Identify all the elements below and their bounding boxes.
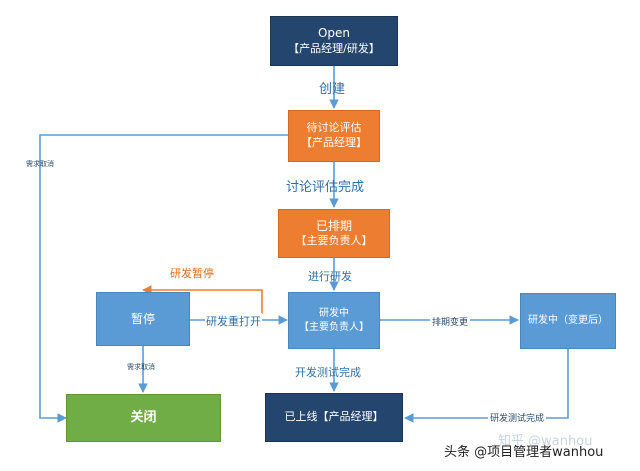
label-req-cancel-left: 需求取消 bbox=[26, 160, 54, 168]
arrow-indev-to-paused bbox=[142, 285, 263, 314]
node-pending-discussion: 待讨论评估 【产品经理】 bbox=[288, 110, 380, 162]
watermark-faint: 知乎 @wanhou bbox=[498, 434, 593, 449]
node-scheduled-role: 【主要负责人】 bbox=[295, 234, 373, 248]
node-scheduled: 已排期 【主要负责人】 bbox=[278, 209, 390, 258]
label-req-cancel-pause: 需求取消 bbox=[127, 363, 155, 371]
label-start-dev: 进行研发 bbox=[308, 270, 352, 283]
arrow-pending-to-closed bbox=[39, 134, 288, 423]
node-scheduled-title: 已排期 bbox=[315, 218, 352, 233]
node-in-dev-changed-title: 研发中（变更后） bbox=[528, 315, 608, 327]
node-released: 已上线【产品经理】 bbox=[265, 393, 403, 442]
node-open-role: 【产品经理/研发】 bbox=[288, 41, 380, 55]
node-paused: 暂停 bbox=[96, 292, 190, 346]
node-closed-title: 关闭 bbox=[130, 410, 157, 426]
label-discussion-done: 讨论评估完成 bbox=[286, 180, 365, 195]
node-in-dev-title: 研发中 bbox=[319, 308, 349, 319]
node-open-title: Open bbox=[317, 26, 351, 41]
label-dev-test-done: 开发测试完成 bbox=[295, 366, 361, 379]
node-in-dev-changed: 研发中（变更后） bbox=[520, 293, 616, 349]
node-pending-title: 待讨论评估 bbox=[306, 121, 362, 135]
node-paused-title: 暂停 bbox=[130, 311, 155, 326]
node-in-dev-role: 【主要负责人】 bbox=[299, 321, 369, 333]
node-pending-role: 【产品经理】 bbox=[301, 136, 367, 149]
arrow-changed-to-released bbox=[404, 349, 569, 423]
label-dev-pause: 研发暂停 bbox=[170, 267, 214, 280]
label-dev-test-done-small: 研发测试完成 bbox=[488, 411, 547, 424]
node-released-title: 已上线【产品经理】 bbox=[284, 410, 384, 424]
label-create: 创建 bbox=[319, 82, 346, 97]
watermark-text: 头条 @项目管理者wanhou bbox=[444, 445, 604, 460]
node-in-dev: 研发中 【主要负责人】 bbox=[288, 292, 380, 349]
node-open: Open 【产品经理/研发】 bbox=[270, 16, 398, 66]
node-closed: 关闭 bbox=[66, 394, 221, 442]
label-schedule-change: 排期变更 bbox=[430, 315, 471, 328]
label-dev-reopen: 研发重打开 bbox=[205, 313, 262, 329]
